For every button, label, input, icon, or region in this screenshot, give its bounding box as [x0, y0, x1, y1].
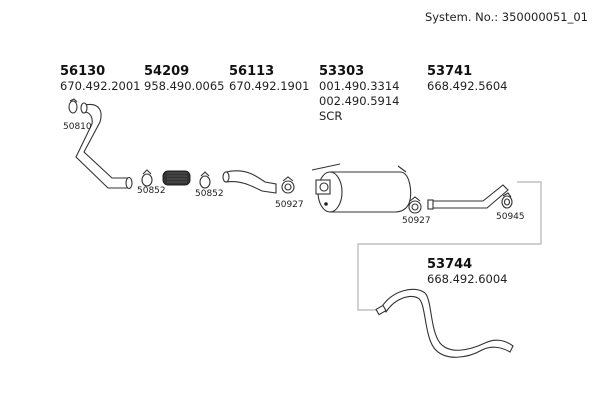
part-group-53303[interactable]: 53303 001.490.3314 002.490.5914 SCR [319, 64, 399, 124]
part-number: 001.490.3314 [319, 79, 400, 93]
clamp-label-50852: 50852 [137, 186, 166, 196]
clamp-icon[interactable] [501, 192, 513, 209]
clamp-label-50852: 50852 [195, 189, 224, 199]
part-code: 56113 [229, 64, 275, 79]
tail-pipe-53741[interactable] [427, 184, 509, 210]
part-group-56113[interactable]: 56113 670.492.1901 [229, 64, 309, 94]
part-number: 668.492.5604 [427, 79, 508, 93]
part-code: 53303 [319, 64, 365, 79]
clamp-icon[interactable] [408, 196, 422, 214]
front-pipe-56130[interactable] [75, 102, 133, 190]
clamp-icon[interactable] [281, 176, 295, 194]
part-code: 56130 [60, 64, 106, 79]
clamp-icon[interactable] [68, 98, 78, 114]
part-number: 668.492.6004 [427, 272, 508, 286]
clamp-icon[interactable] [199, 171, 211, 189]
part-number: 670.492.2001 [60, 79, 141, 93]
pipe-56113[interactable] [222, 170, 277, 194]
clamp-label-50945: 50945 [496, 212, 525, 222]
part-number: 958.490.0065 [144, 79, 225, 93]
clamp-label-50927: 50927 [275, 200, 304, 210]
connector-line [357, 181, 542, 311]
part-group-56130[interactable]: 56130 670.492.2001 [60, 64, 140, 94]
part-code: 53744 [427, 257, 473, 272]
part-group-53741[interactable]: 53741 668.492.5604 [427, 64, 507, 94]
part-code: 54209 [144, 64, 190, 79]
system-number: System. No.: 350000051_01 [424, 10, 588, 24]
clamp-icon[interactable] [141, 169, 153, 187]
muffler-53303[interactable] [311, 163, 412, 213]
part-group-53744[interactable]: 53744 668.492.6004 [427, 257, 507, 287]
flex-pipe-54209[interactable] [162, 170, 191, 186]
part-number: 002.490.5914 [319, 94, 400, 108]
part-code: 53741 [427, 64, 473, 79]
clamp-label-50927: 50927 [402, 216, 431, 226]
part-group-54209[interactable]: 54209 958.490.0065 [144, 64, 224, 94]
pipe-53744[interactable] [375, 288, 514, 358]
clamp-label-50810: 50810 [63, 122, 92, 132]
part-number: 670.492.1901 [229, 79, 310, 93]
part-variant: SCR [319, 109, 343, 123]
